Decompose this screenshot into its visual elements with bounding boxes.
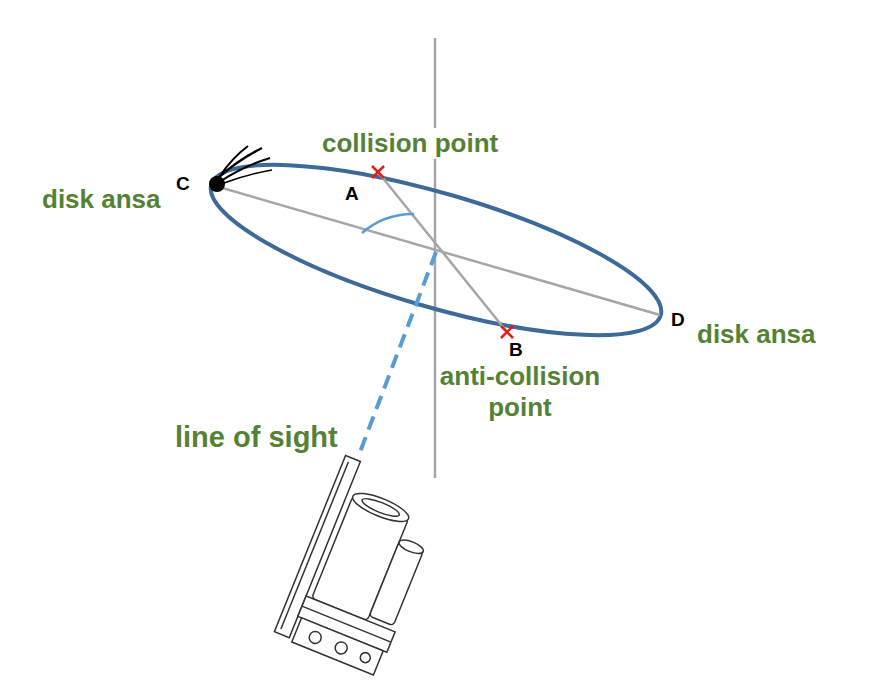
ansa-label: disk ansa (42, 184, 161, 215)
ansa-label: disk ansa (697, 319, 816, 350)
comet (209, 146, 272, 192)
angle-arc (362, 214, 414, 233)
anti-collision-mark (501, 326, 513, 338)
point-letter: B (509, 339, 523, 362)
point-label: collision point (320, 128, 500, 159)
point-letter: C (176, 173, 190, 196)
point-letter: D (671, 309, 685, 332)
point-letter: A (345, 183, 359, 206)
collision-axis (378, 172, 507, 332)
line-of-sight (360, 252, 436, 452)
sight-label: line of sight (175, 420, 338, 455)
ansa-axis (212, 185, 660, 315)
telescope (273, 456, 449, 677)
collision-mark (372, 166, 384, 178)
point-label: anti-collision point (420, 361, 620, 423)
disk-ellipse (195, 130, 676, 370)
